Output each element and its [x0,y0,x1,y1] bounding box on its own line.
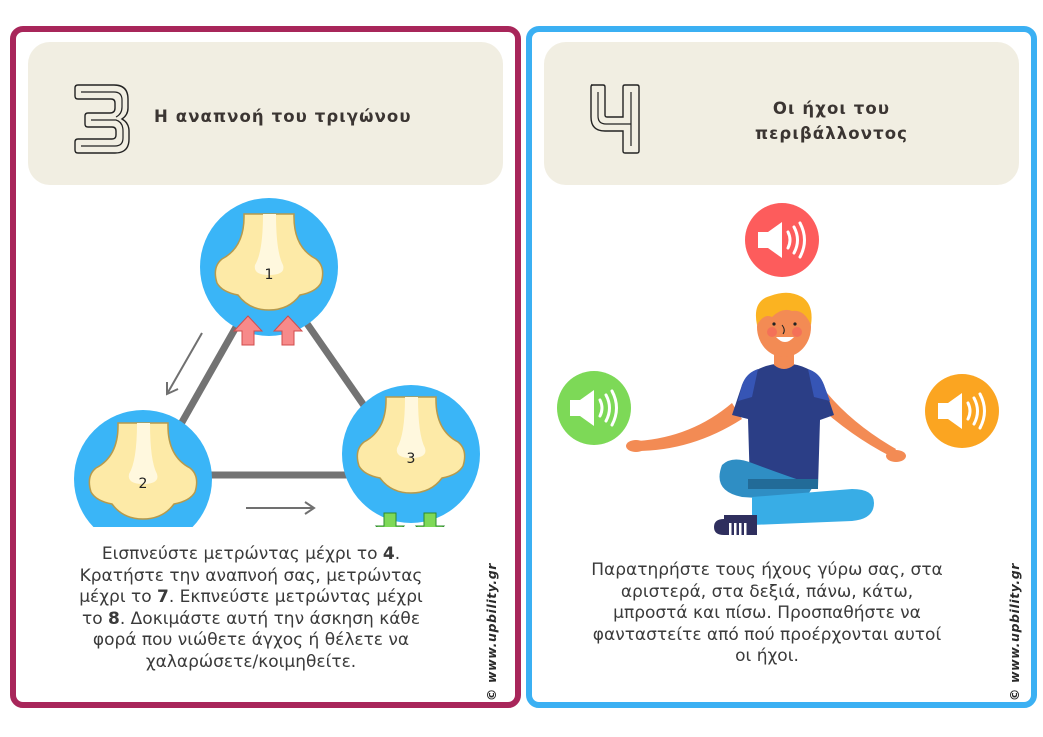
copyright-credit: © www.upbility.gr [484,562,499,702]
breath-node-1: 1 [200,198,338,346]
speaker-right-icon [925,374,999,448]
direction-arrow-down-left-icon [166,332,203,396]
svg-text:3: 3 [407,451,416,467]
card-instructions: Παρατηρήστε τους ήχους γύρω σας, στα αρι… [591,560,943,666]
number-3-outline-icon [74,84,130,154]
svg-text:1: 1 [265,267,274,283]
exercise-card-3: Η αναπνοή του τριγώνου 1 [10,26,521,708]
breath-node-2: 2 [74,410,212,527]
inhale-arrow-up-icon [232,315,304,346]
breathing-triangle-illustration: 1 2 3 [74,198,480,527]
sounds-around-person-illustration [557,203,999,535]
direction-arrow-right-icon [246,501,316,515]
card-title: Η αναπνοή του τριγώνου [154,107,412,126]
number-4-outline-icon [590,84,640,154]
meditating-person-icon [626,292,906,535]
exhale-arrow-down-icon [374,512,446,527]
card-instructions: Εισπνεύστε μετρώντας μέχρι το 4. Κρατήστ… [79,544,423,672]
speaker-top-icon [745,203,819,277]
svg-text:2: 2 [139,476,148,492]
card-title: Οι ήχοι του περιβάλλοντος [754,99,909,143]
breath-node-3: 3 [342,385,480,527]
card-header: Η αναπνοή του τριγώνου [28,42,503,185]
copyright-credit: © www.upbility.gr [1007,562,1022,702]
speaker-left-icon [557,371,631,445]
card-header: Οι ήχοι του περιβάλλοντος [544,42,1019,185]
exercise-card-4: Οι ήχοι του περιβάλλοντος [526,26,1037,708]
